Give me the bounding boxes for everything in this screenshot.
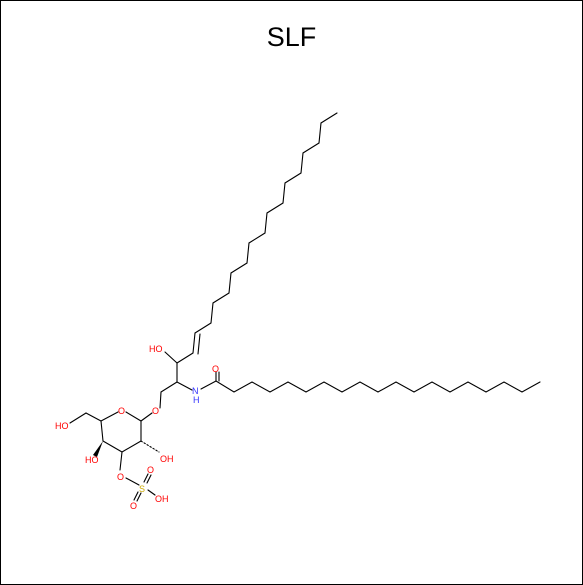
bond	[146, 474, 152, 484]
hydroxyl-sphingosine: HO	[149, 344, 163, 354]
bond	[85, 412, 102, 422]
bond	[140, 440, 160, 453]
glycosidic-oxygen: O	[152, 406, 159, 416]
bond	[194, 322, 212, 334]
hydroxyl-c4: HO	[85, 455, 99, 465]
bond	[159, 391, 162, 409]
carbonyl-oxygen: O	[212, 364, 219, 374]
molecule-title: SLF	[266, 22, 317, 52]
bond	[160, 381, 178, 393]
hydroxyl-c6: HO	[55, 421, 69, 431]
bond	[125, 477, 140, 486]
bond	[119, 451, 123, 471]
atom-layer: HO HO OH HO O O O S O O OH O N H	[55, 344, 219, 511]
bond-layer	[69, 112, 541, 502]
bond	[164, 351, 178, 364]
bond	[140, 412, 153, 422]
bond	[143, 473, 149, 483]
bond	[69, 412, 87, 424]
bond	[176, 381, 193, 391]
bond	[197, 333, 201, 355]
acyl-chain	[215, 380, 541, 393]
sphingosine-chain	[210, 112, 338, 324]
bond	[100, 420, 104, 442]
bond	[176, 352, 194, 364]
sulfur: S	[139, 484, 145, 494]
wedge-bond	[93, 441, 103, 457]
sulfate-oxygen-bottom: O	[130, 501, 137, 511]
bond	[136, 492, 142, 502]
bond	[147, 489, 156, 496]
ring-oxygen: O	[118, 406, 125, 416]
amide-hydrogen: H	[193, 395, 200, 405]
bond	[133, 491, 139, 501]
bond	[102, 440, 123, 453]
bond	[200, 380, 217, 390]
hydroxyl-c2: OH	[160, 454, 174, 464]
bond	[100, 411, 119, 422]
sulfate-ester-oxygen: O	[117, 472, 124, 482]
bond	[121, 440, 142, 453]
amide-nitrogen: N	[192, 386, 199, 396]
bond	[192, 332, 196, 354]
sulfate-hydroxyl: OH	[155, 494, 169, 504]
bond	[125, 411, 142, 422]
sulfate-oxygen-top: O	[147, 465, 154, 475]
